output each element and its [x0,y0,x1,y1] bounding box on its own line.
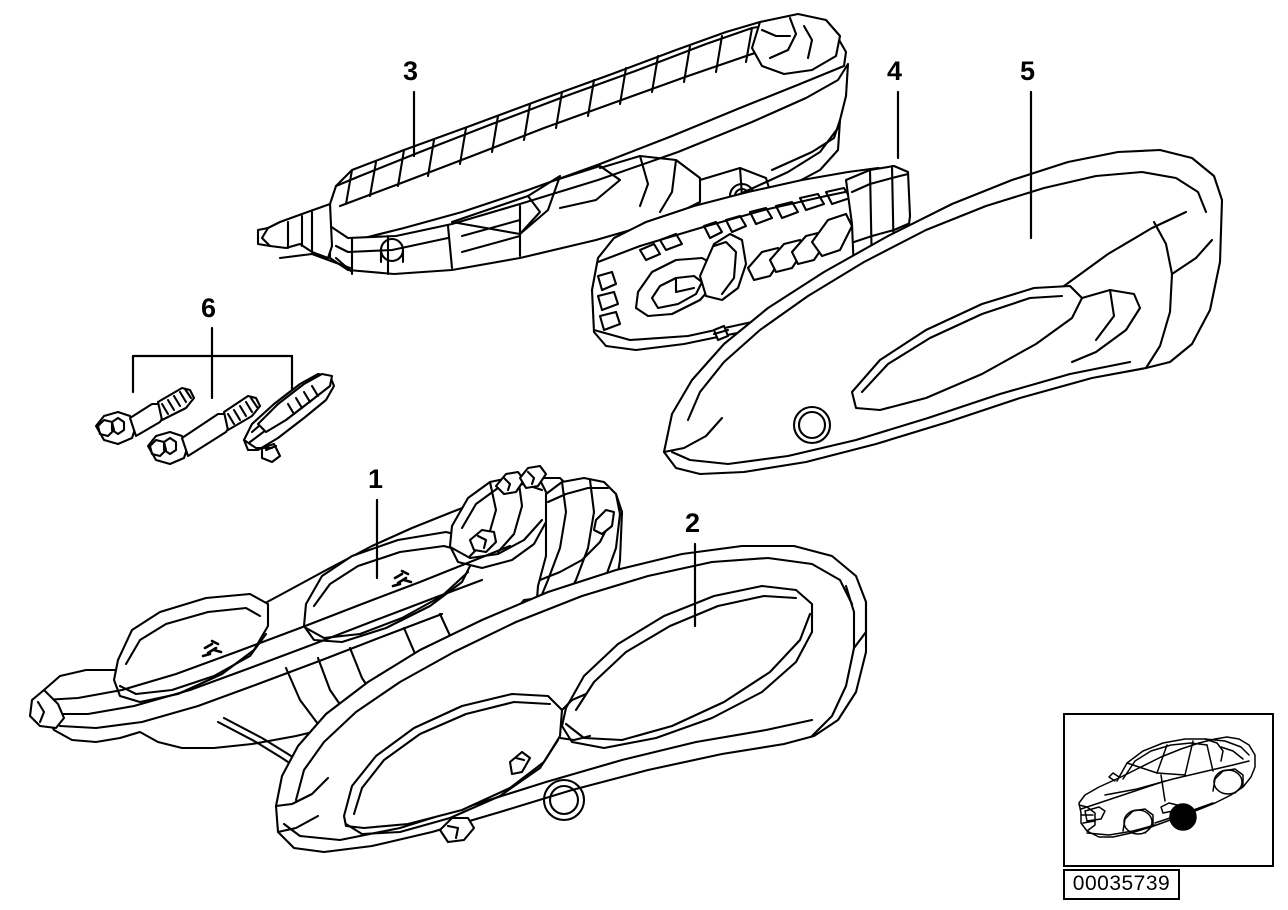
vehicle-locator-inset [1063,713,1274,867]
callout-number-1: 1 [368,464,384,494]
part-3-upper-seat-frame [256,12,850,276]
callout-number-3: 3 [403,56,419,86]
callout-number-4: 4 [887,56,903,86]
seat-location-marker [1169,803,1197,831]
part-5-upper-trim-cover [662,148,1224,476]
vehicle-outline-drawing [1078,736,1256,838]
torx-screw-left [94,386,196,446]
torx-screw-right [146,394,262,466]
diagram-id-box: 00035739 [1063,869,1180,901]
retainer-clip [242,372,336,464]
callout-number-2: 2 [685,508,701,538]
part-6-fastener-set [94,372,336,466]
part-2-lower-trim-cover [274,544,868,854]
callout-number-6: 6 [201,293,217,323]
callout-leader-lines [131,90,1033,628]
leader-bracket-6 [131,326,294,400]
callout-number-5: 5 [1020,56,1036,86]
